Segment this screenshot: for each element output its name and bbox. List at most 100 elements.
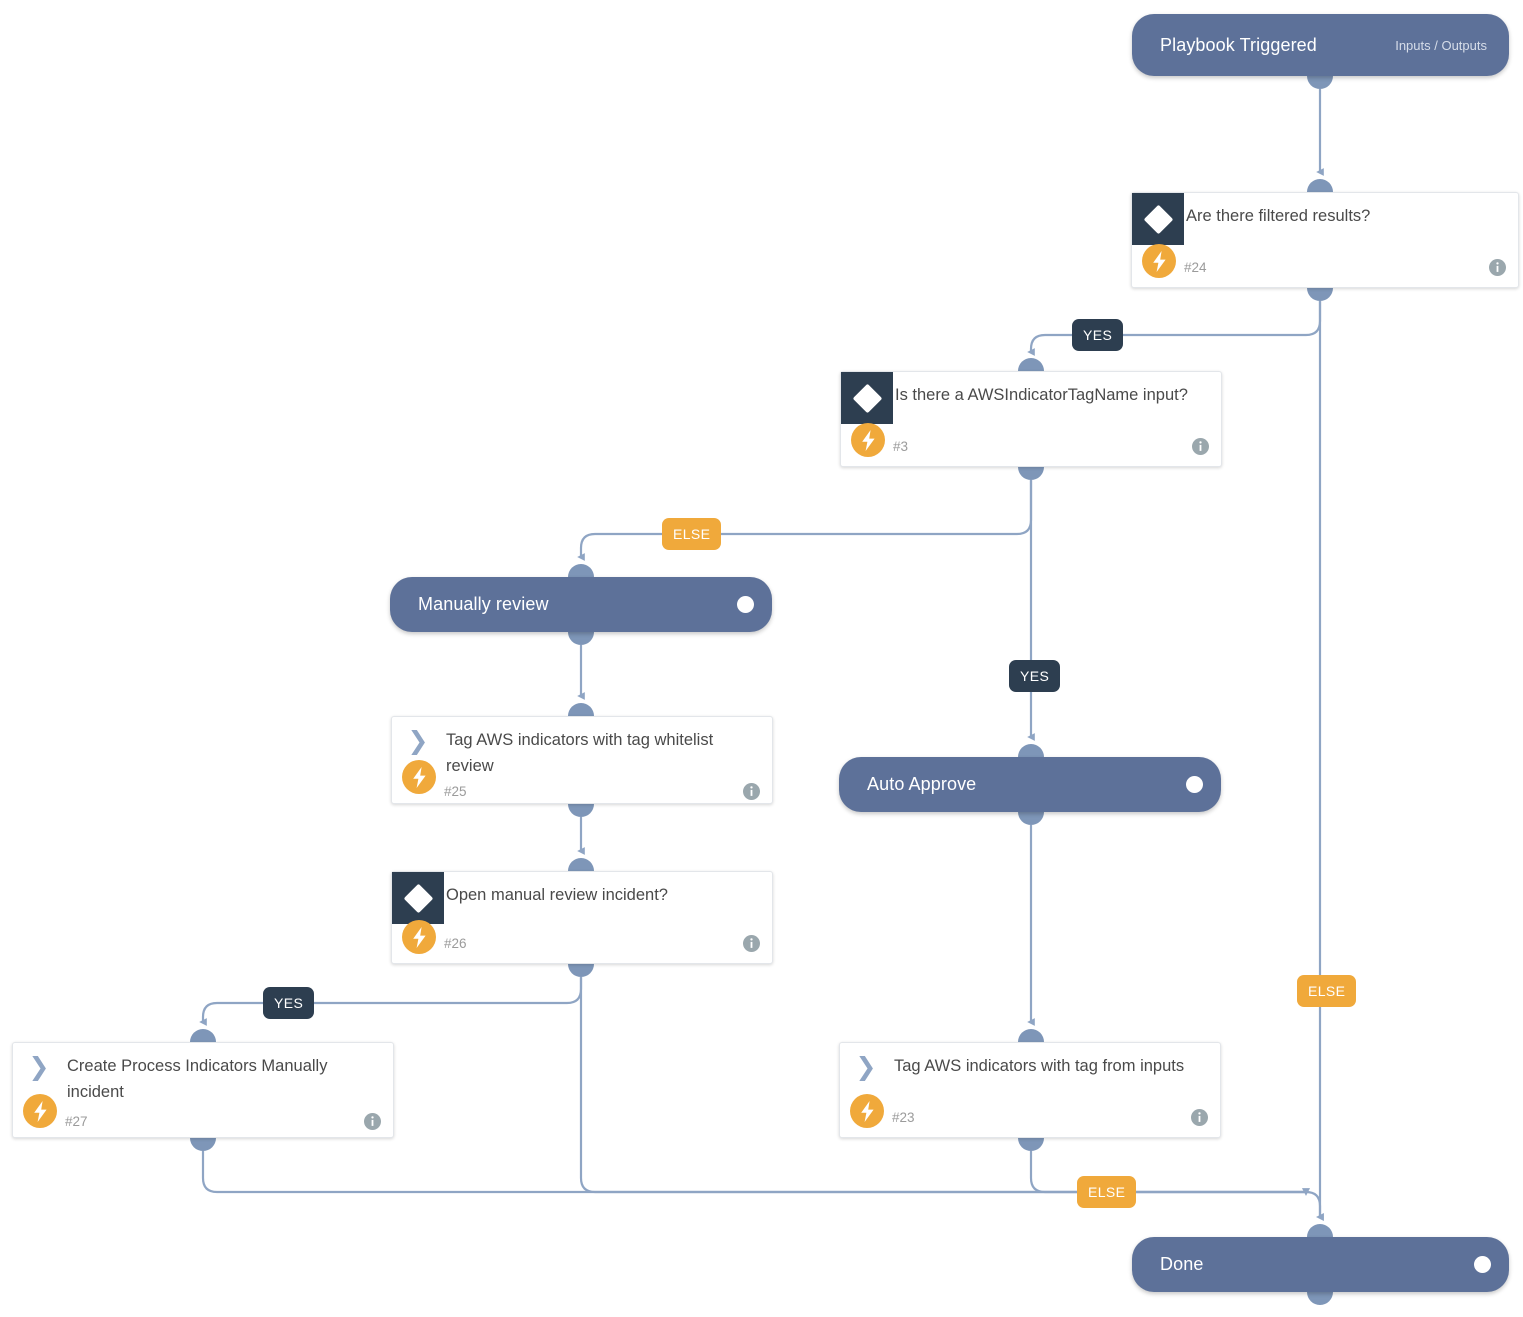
branch-badge-yes_awsindicatortag: YES — [1009, 660, 1061, 692]
chevron-glyph: ❯ — [28, 1053, 50, 1081]
lightning-bolt-icon — [850, 1094, 884, 1128]
branch-badge-else_open_incident: ELSE — [1077, 1176, 1137, 1208]
card-footer: #25 — [392, 760, 772, 803]
port-autoapprove-out — [1018, 812, 1044, 825]
node-awsindicatortagname[interactable]: Is there a AWSIndicatorTagName input? #3 — [840, 371, 1222, 467]
node-tag_from_inputs[interactable]: ❯ Tag AWS indicators with tag from inputs… — [839, 1042, 1221, 1138]
edge-taginputs-to-done — [1029, 1151, 1310, 1196]
edge-awsind-else-to-manual — [577, 480, 1033, 561]
node-manually_review[interactable]: Manually review — [390, 577, 772, 632]
info-icon[interactable] — [1474, 1256, 1491, 1273]
chevron-right-icon: ❯ — [13, 1043, 65, 1080]
card-footer: #27 — [13, 1094, 393, 1137]
card-header: ❯ Tag AWS indicators with tag whitelist r… — [392, 717, 772, 779]
node-done[interactable]: Done — [1132, 1237, 1509, 1292]
node-tag_whitelist_review[interactable]: ❯ Tag AWS indicators with tag whitelist r… — [391, 716, 773, 804]
port-manualreview-in — [568, 564, 594, 577]
diamond-shape — [403, 883, 433, 913]
diamond-shape — [1143, 204, 1173, 234]
edge-openinc-yes-to-create — [199, 977, 583, 1026]
port-createprocess-in — [190, 1029, 216, 1042]
port-taginputs-in — [1018, 1029, 1044, 1042]
port-filtered-out — [1307, 288, 1333, 301]
node-title: Create Process Indicators Manually incid… — [67, 1057, 328, 1101]
card-body: ❯ Tag AWS indicators with tag from inputs… — [839, 1042, 1221, 1138]
node-filtered_results[interactable]: Are there filtered results? #24 — [1131, 192, 1519, 288]
card-header: ❯ Create Process Indicators Manually inci… — [13, 1043, 393, 1105]
node-id-label: #3 — [893, 438, 909, 454]
node-title: Tag AWS indicators with tag whitelist re… — [446, 731, 714, 775]
port-awsindtag-in — [1018, 358, 1044, 371]
chevron-glyph: ❯ — [855, 1053, 877, 1081]
info-icon[interactable] — [1192, 437, 1209, 455]
node-id-label: #27 — [65, 1113, 88, 1129]
node-title: Playbook Triggered — [1160, 34, 1317, 55]
node-title: Done — [1160, 1254, 1204, 1274]
node-open_manual_review_incident[interactable]: Open manual review incident? #26 — [391, 871, 773, 964]
card-footer: #24 — [1132, 244, 1518, 287]
chevron-right-icon: ❯ — [392, 717, 444, 754]
card-body: ❯ Create Process Indicators Manually inci… — [12, 1042, 394, 1138]
info-icon[interactable] — [1489, 258, 1506, 276]
info-icon[interactable] — [1191, 1108, 1208, 1126]
node-title: Tag AWS indicators with tag from inputs — [894, 1057, 1185, 1075]
node-auto_approve[interactable]: Auto Approve — [839, 757, 1221, 812]
node-title: Open manual review incident? — [446, 886, 668, 904]
card-footer: #23 — [840, 1094, 1220, 1137]
diamond-shape — [852, 383, 882, 413]
pill-body: Done — [1132, 1237, 1509, 1292]
lightning-bolt-icon — [1142, 244, 1176, 278]
branch-badge-else_awsindicatortag: ELSE — [662, 518, 722, 550]
lightning-bolt-icon — [23, 1094, 57, 1128]
card-header: ❯ Tag AWS indicators with tag from inputs — [840, 1043, 1220, 1097]
pill-body: Auto Approve — [839, 757, 1221, 812]
edge-create-to-done — [201, 1151, 1310, 1196]
card-body: Is there a AWSIndicatorTagName input? #3 — [840, 371, 1222, 467]
pill-body: Playbook Triggered Inputs / Outputs — [1132, 14, 1509, 76]
diamond-icon — [1132, 193, 1184, 245]
card-body: Open manual review incident? #26 — [391, 871, 773, 964]
port-openincident-out — [568, 964, 594, 977]
card-header: Is there a AWSIndicatorTagName input? — [841, 372, 1221, 426]
info-icon[interactable] — [364, 1112, 381, 1130]
node-title: Auto Approve — [867, 774, 977, 794]
diamond-icon — [392, 872, 444, 924]
port-done-out — [1307, 1292, 1333, 1305]
lightning-bolt-icon — [851, 423, 885, 457]
info-icon[interactable] — [743, 935, 760, 952]
info-icon[interactable] — [737, 596, 754, 613]
port-openincident-in — [568, 858, 594, 871]
port-awsindtag-out — [1018, 467, 1044, 480]
branch-badge-yes_filtered_results: YES — [1072, 319, 1124, 351]
branch-badge-yes_open_incident: YES — [263, 987, 315, 1019]
node-title: Are there filtered results? — [1186, 207, 1371, 225]
info-icon[interactable] — [743, 782, 760, 800]
port-done-in — [1307, 1224, 1333, 1237]
card-header: Are there filtered results? — [1132, 193, 1518, 247]
node-create_process_indicators[interactable]: ❯ Create Process Indicators Manually inci… — [12, 1042, 394, 1138]
node-id-label: #25 — [444, 783, 467, 799]
port-createprocess-out — [190, 1138, 216, 1151]
node-playbook_triggered[interactable]: Playbook Triggered Inputs / Outputs — [1132, 14, 1509, 76]
node-id-label: #26 — [444, 936, 467, 951]
port-manualreview-out — [568, 632, 594, 645]
port-tagwhitelist-out — [568, 804, 594, 817]
info-icon[interactable] — [1186, 776, 1203, 793]
node-title: Is there a AWSIndicatorTagName input? — [895, 386, 1188, 404]
card-footer: #3 — [841, 423, 1221, 466]
diamond-icon — [841, 372, 893, 424]
card-body: Are there filtered results? #24 — [1131, 192, 1519, 288]
node-id-label: #24 — [1184, 259, 1207, 275]
card-header: Open manual review incident? — [392, 872, 772, 924]
card-body: ❯ Tag AWS indicators with tag whitelist r… — [391, 716, 773, 804]
port-tagwhitelist-in — [568, 703, 594, 716]
node-subtitle: Inputs / Outputs — [1395, 37, 1487, 53]
chevron-glyph: ❯ — [407, 727, 429, 755]
node-id-label: #23 — [892, 1109, 915, 1125]
port-taginputs-out — [1018, 1138, 1044, 1151]
lightning-bolt-icon — [402, 920, 436, 954]
node-title: Manually review — [418, 594, 549, 614]
branch-badge-else_filtered_results: ELSE — [1297, 975, 1357, 1007]
port-autoapprove-in — [1018, 744, 1044, 757]
